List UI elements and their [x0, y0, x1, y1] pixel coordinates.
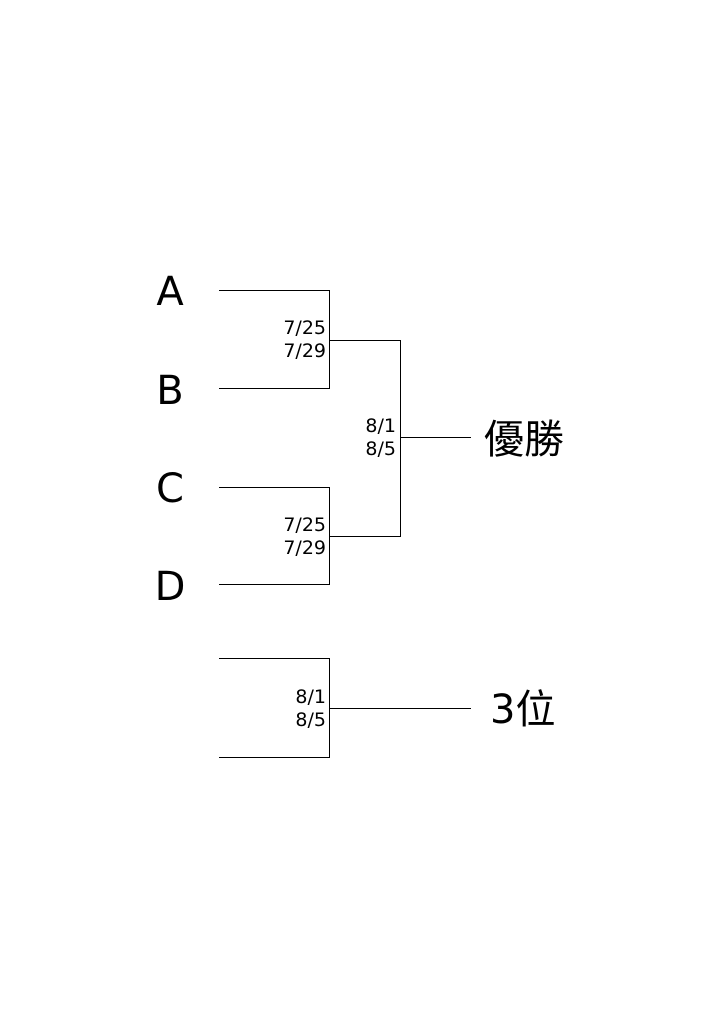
final-dates: 8/1 8/5: [326, 415, 396, 461]
bracket-line-semifinal-1-out: [329, 340, 401, 341]
bracket-join-final: [400, 340, 401, 537]
team-a-label: A: [156, 269, 184, 315]
bracket-join-semifinal-1: [329, 290, 330, 389]
champion-label: 優勝: [484, 417, 564, 463]
final-date-2: 8/5: [365, 438, 396, 460]
bracket-line-champion: [400, 437, 471, 438]
final-date-1: 8/1: [365, 415, 396, 437]
semifinal-2-date-2: 7/29: [283, 537, 326, 559]
bracket-line-third-bottom: [219, 757, 330, 758]
bracket-line-c: [219, 487, 330, 488]
bracket-line-b: [219, 388, 330, 389]
semifinal-1-date-2: 7/29: [283, 340, 326, 362]
semifinal-1-dates: 7/25 7/29: [256, 317, 326, 363]
team-d-label: D: [154, 564, 186, 610]
semifinal-2-date-1: 7/25: [283, 514, 326, 536]
bracket-line-a: [219, 290, 330, 291]
third-place-date-1: 8/1: [295, 686, 326, 708]
bracket-line-third-top: [219, 658, 330, 659]
bracket-line-third-out: [329, 708, 471, 709]
third-place-label: 3位: [490, 687, 556, 733]
semifinal-2-dates: 7/25 7/29: [256, 514, 326, 560]
bracket-line-semifinal-2-out: [329, 536, 401, 537]
third-place-date-2: 8/5: [295, 709, 326, 731]
semifinal-1-date-1: 7/25: [283, 317, 326, 339]
team-c-label: C: [156, 466, 184, 512]
bracket-line-d: [219, 584, 330, 585]
team-b-label: B: [156, 368, 184, 414]
third-place-dates: 8/1 8/5: [256, 686, 326, 732]
